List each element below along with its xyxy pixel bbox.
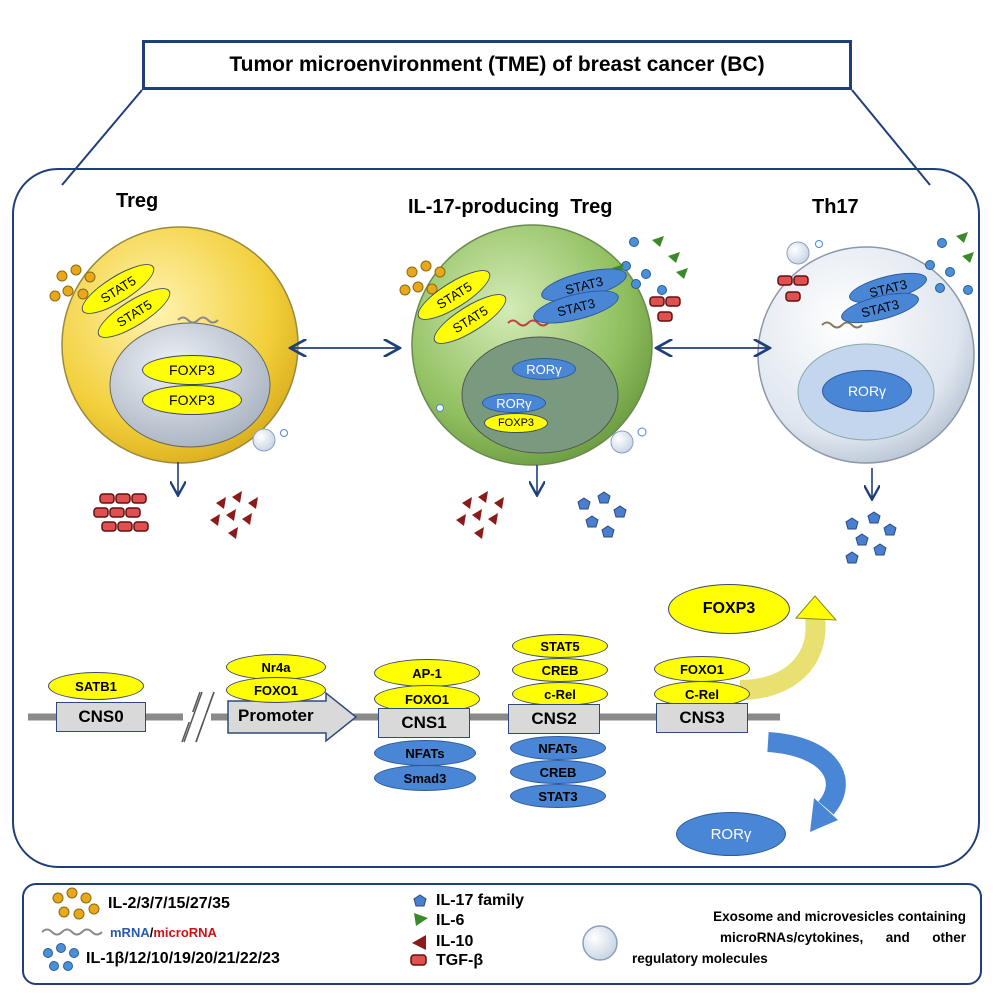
il2-cytokines (49, 260, 446, 302)
legend-il10-icon (412, 935, 426, 950)
cns3-foxo1: FOXO1 (654, 656, 750, 682)
cns0-box: CNS0 (56, 702, 146, 732)
legend-il1b-icon (43, 943, 79, 971)
ap1: AP-1 (374, 659, 480, 687)
legend-exosome-line1: Exosome and microvesicles containing (713, 909, 966, 924)
legend-microrna-text: microRNA (153, 925, 217, 940)
smad3: Smad3 (374, 765, 476, 791)
treg-label: Treg (116, 190, 159, 212)
legend-il6-icon (414, 913, 428, 926)
il17-cytokines (577, 491, 897, 564)
legend-panel (22, 883, 982, 985)
promoter-label: Promoter (238, 706, 314, 725)
legend-tgfb-label: TGF-β (436, 952, 484, 969)
cns2-crel: c-Rel (512, 682, 608, 706)
cns2-stat3: STAT3 (510, 784, 606, 808)
legend-exosome-line3: regulatory molecules (632, 951, 768, 966)
diagram-title: Tumor microenvironment (TME) of breast c… (142, 40, 852, 90)
output-ror: RORγ (676, 812, 786, 856)
legend-il10-label: IL-10 (436, 933, 474, 950)
legend-il1b-label: IL-1β/12/10/19/20/21/22/23 (86, 950, 280, 967)
il10-cytokines (210, 491, 504, 539)
il17treg-ror-top: RORγ (512, 358, 576, 380)
il17-treg-label: IL-17-producing Treg (408, 196, 613, 218)
cns3-box: CNS3 (656, 703, 748, 733)
cns2-creb-bottom: CREB (510, 760, 606, 784)
cns2-creb-top: CREB (512, 658, 608, 682)
legend-mrna-text: mRNA (110, 925, 150, 940)
legend-exosome-line2: microRNAs/cytokines, and other (719, 930, 966, 945)
promoter-arrow (227, 691, 358, 743)
tgfb-cytokines (93, 275, 809, 532)
legend-il6-label: IL-6 (436, 912, 465, 929)
stat5: STAT5 (512, 634, 608, 658)
th17-label: Th17 (812, 196, 859, 218)
output-foxp3: FOXP3 (668, 584, 790, 634)
legend-il2-label: IL-2/3/7/15/27/35 (108, 895, 230, 912)
cns2-box: CNS2 (508, 704, 600, 734)
tme-panel (12, 168, 980, 868)
satb1: SATB1 (48, 672, 144, 700)
cns2-nfats: NFATs (510, 736, 606, 760)
legend-exosome-label: Exosome and microvesicles containing mic… (632, 906, 966, 969)
cns1-box: CNS1 (378, 708, 470, 738)
il17treg-ror-mid: RORγ (482, 393, 546, 413)
legend-tgfb-icon (410, 954, 427, 966)
il1b-cytokines (621, 237, 973, 295)
il17treg-foxp3: FOXP3 (484, 413, 548, 433)
legend-slash: / (149, 925, 154, 940)
legend-mrna-label: mRNA/microRNA (110, 925, 217, 940)
treg-foxp3-bottom: FOXP3 (142, 385, 242, 415)
legend-il2-icon (52, 887, 100, 920)
promoter-foxo1: FOXO1 (226, 677, 326, 703)
legend-mrna-icon (41, 928, 103, 936)
legend-il17-icon (413, 894, 427, 907)
th17-ror: RORγ (822, 370, 912, 412)
treg-foxp3-top: FOXP3 (142, 355, 242, 385)
cns1-nfats: NFATs (374, 740, 476, 766)
nr4a: Nr4a (226, 654, 326, 680)
legend-vesicle-icon (582, 925, 618, 961)
legend-il17-label: IL-17 family (436, 892, 525, 909)
